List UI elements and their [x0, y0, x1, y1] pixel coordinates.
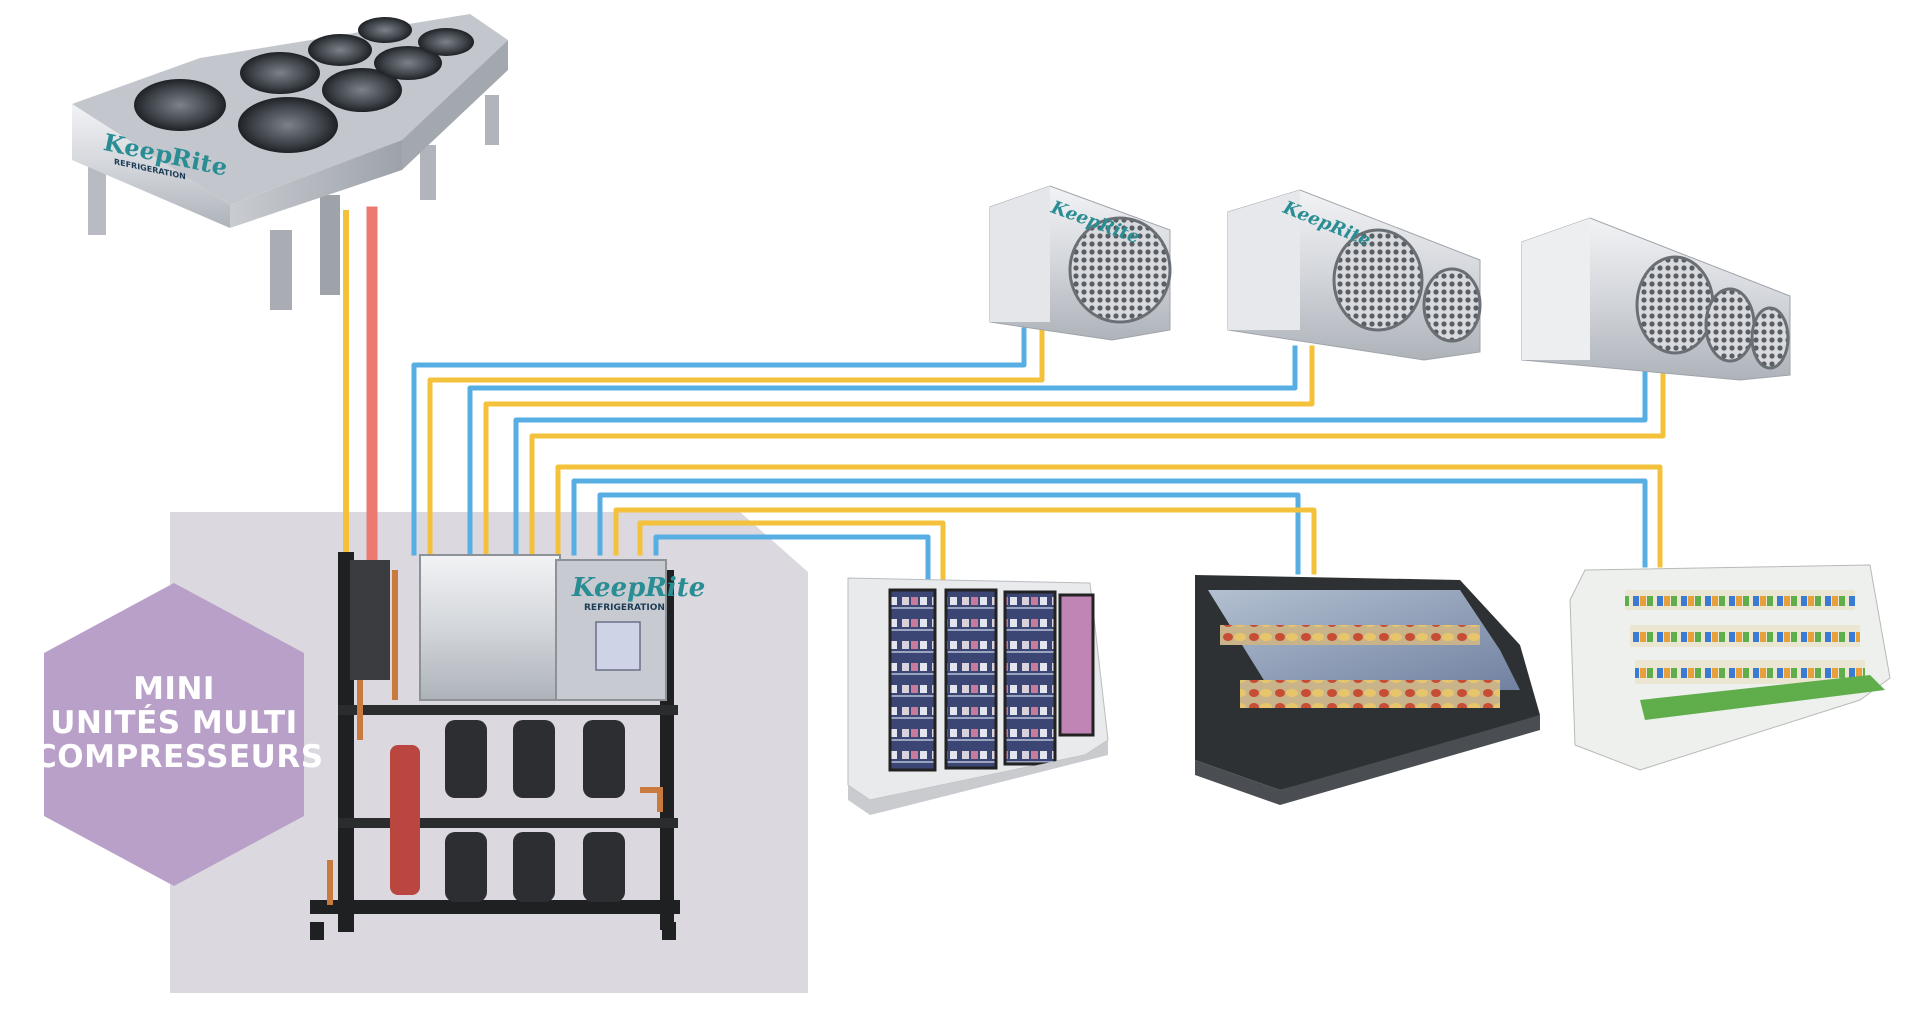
label-line-3: COMPRESSEURS	[34, 739, 324, 775]
condenser: KeepRite REFRIGERATION	[72, 14, 508, 310]
evaporator-3-fan	[1521, 217, 1791, 381]
label-line-1: MINI	[133, 671, 215, 707]
liquid-line-evap1	[427, 327, 1045, 556]
suction-line-case1	[653, 534, 931, 581]
liquid-line-case3	[555, 464, 1663, 568]
category-label: MINI UNITÉS MULTI COMPRESSEURS	[34, 671, 324, 775]
liquid-line-case2	[613, 507, 1317, 575]
refrigerant-lines	[343, 206, 1666, 581]
suction-line-case2	[597, 492, 1301, 575]
reach-in-freezer	[847, 577, 1109, 815]
suction-line-evap2	[467, 345, 1298, 556]
svg-text:REFRIGERATION: REFRIGERATION	[584, 603, 665, 613]
evaporator-1-fan: KeepRite	[989, 185, 1172, 341]
suction-line-evap3	[513, 369, 1648, 556]
keeprite-logo-rack: KeepRite REFRIGERATION	[571, 573, 705, 613]
liquid-line-evap3	[529, 369, 1666, 556]
suction-line-evap1	[411, 327, 1027, 556]
liquid-line-case1	[637, 520, 946, 581]
compressors	[445, 720, 625, 902]
compressor-rack: KeepRite REFRIGERATION	[310, 552, 705, 940]
label-hexagon	[44, 583, 304, 886]
deli-service-case	[1195, 575, 1540, 805]
svg-text:KeepRite: KeepRite	[571, 573, 705, 603]
suction-line-case3	[571, 478, 1648, 568]
liquid-line-evap2	[483, 345, 1315, 556]
label-line-2: UNITÉS MULTI	[50, 705, 298, 741]
condenser-fan	[134, 17, 474, 153]
evaporator-2-fan: KeepRite	[1227, 189, 1482, 361]
open-multideck-case	[1569, 564, 1891, 771]
